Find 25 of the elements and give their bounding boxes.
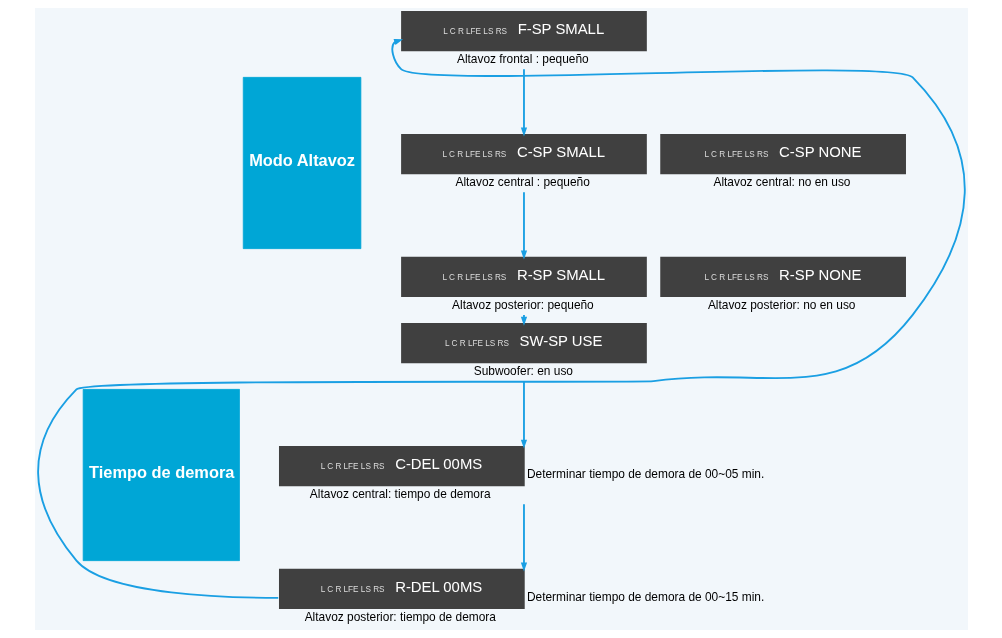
node-label: Altavoz posterior: tiempo de demora <box>304 609 496 624</box>
node-box: L C R LFE LS RS R-DEL 00MS <box>278 568 525 610</box>
arrow <box>520 380 527 449</box>
node-box: L C R LFE LS RS SW-SP USE <box>400 323 647 364</box>
node-label: Altavoz central: no en uso <box>712 174 851 189</box>
node-box: Modo Altavoz <box>242 77 361 249</box>
arrow <box>520 503 527 572</box>
node-box: L C R LFE LS RS C-SP NONE <box>659 133 906 175</box>
arrow <box>36 38 966 599</box>
node-box: L C R LFE LS RS C-SP SMALL <box>400 133 647 175</box>
node-box: L C R LFE LS RS R-SP NONE <box>659 256 906 298</box>
node-label: Altavoz frontal : pequeño <box>456 52 589 67</box>
node-box: Tiempo de demora <box>82 389 240 561</box>
node-label: Determinar tiempo de demora de 00~05 min. <box>526 466 764 481</box>
node-label: Subwoofer: en uso <box>473 364 573 379</box>
node-label: Altavoz central : pequeño <box>454 174 590 189</box>
node-label: Altavoz central: tiempo de demora <box>309 486 491 501</box>
node-label: Determinar tiempo de demora de 00~15 min. <box>526 589 764 604</box>
node-box: L C R LFE LS RS R-SP SMALL <box>400 256 647 298</box>
node-box: L C R LFE LS RS C-DEL 00MS <box>278 445 525 487</box>
arrow <box>520 68 527 137</box>
arrow <box>520 191 527 260</box>
node-box: L C R LFE LS RS F-SP SMALL <box>400 11 647 52</box>
node-label: Altavoz posterior: pequeño <box>451 297 594 312</box>
node-label: Altavoz posterior: no en uso <box>707 297 855 312</box>
